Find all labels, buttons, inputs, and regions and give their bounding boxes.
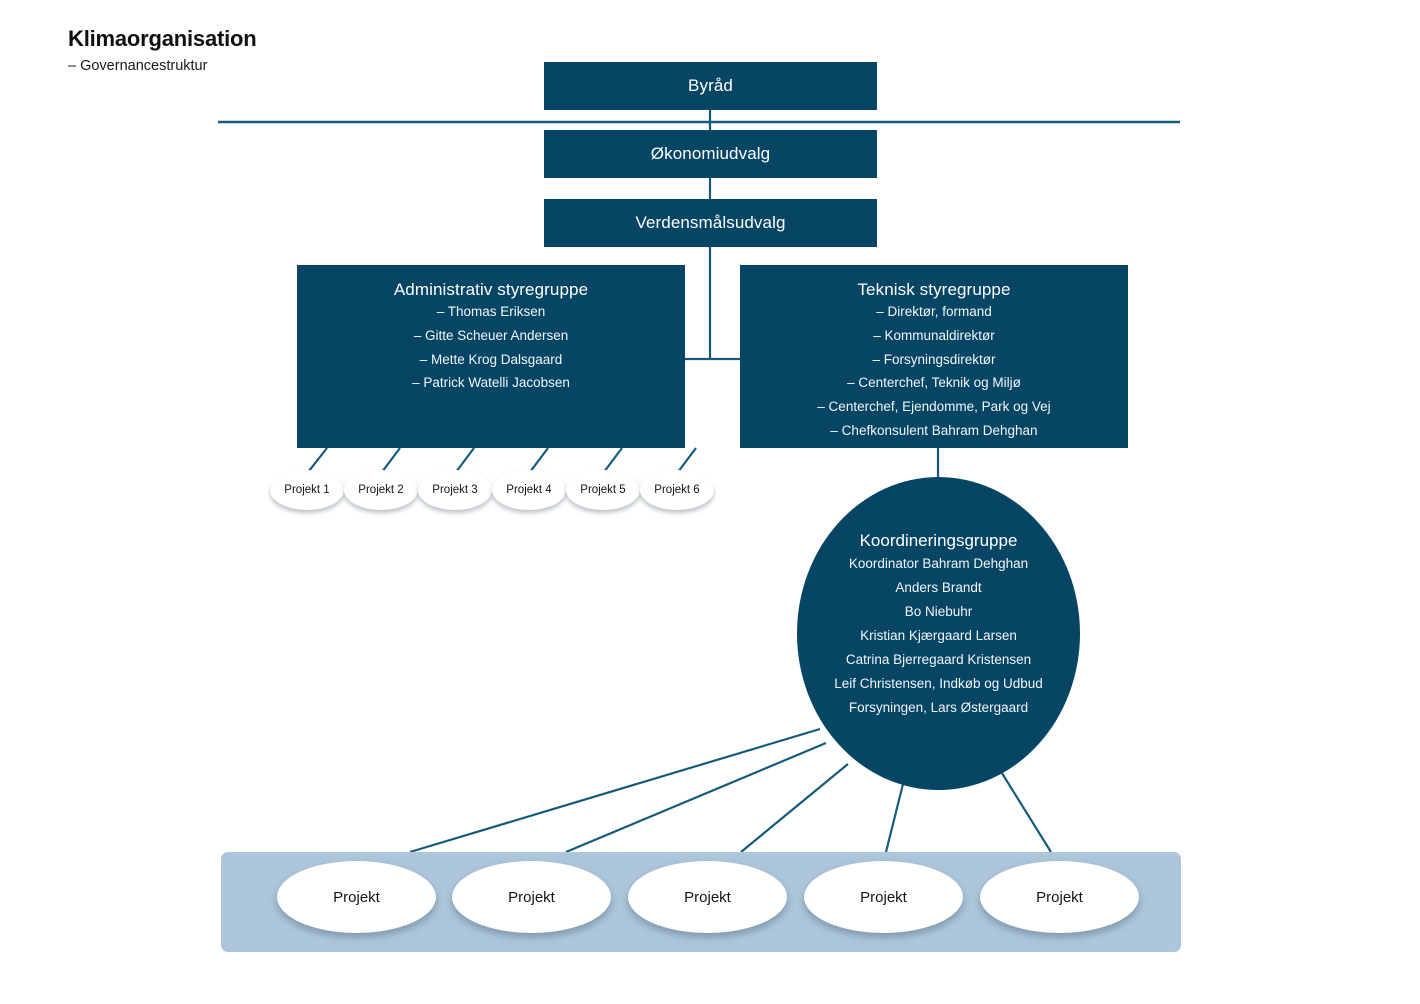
mini-project-ellipse[interactable]: Projekt 2 (344, 470, 418, 510)
mini-project-ellipse[interactable]: Projekt 1 (270, 470, 344, 510)
koordineringsgruppe-member: Leif Christensen, Indkøb og Udbud (834, 676, 1043, 692)
mini-project-label: Projekt 1 (284, 484, 330, 496)
teknisk-styregruppe-title: Teknisk styregruppe (857, 280, 1011, 299)
bottom-project-label: Projekt (1036, 888, 1083, 906)
wire-koord-projekt-5 (999, 769, 1052, 853)
koordineringsgruppe-member: Catrina Bjerregaard Kristensen (845, 652, 1032, 668)
bottom-project-ellipse[interactable]: Projekt (804, 861, 963, 933)
administrativ-styregruppe-title: Administrativ styregruppe (393, 280, 589, 299)
mini-project-label: Projekt 5 (580, 484, 626, 496)
wire-koord-projekt-1 (409, 727, 821, 854)
wire-koord-projekt-3 (740, 763, 849, 853)
node-verdensmaalsudvalg-label: Verdensmålsudvalg (635, 212, 786, 232)
mini-project-label: Projekt 6 (654, 484, 700, 496)
node-verdensmaalsudvalg[interactable]: Verdensmålsudvalg (544, 199, 877, 247)
page-title: Klimaorganisation (68, 26, 257, 51)
wire-koord-projekt-4 (884, 783, 905, 853)
node-koordineringsgruppe[interactable]: Koordineringsgruppe Koordinator Bahram D… (797, 477, 1080, 790)
node-teknisk-styregruppe[interactable]: Teknisk styregruppe – Direktør, formand … (740, 265, 1128, 448)
page-title-block: Klimaorganisation – Governancestruktur (68, 26, 257, 74)
mini-project-ellipse[interactable]: Projekt 4 (492, 470, 566, 510)
mini-project-label: Projekt 3 (432, 484, 478, 496)
koordineringsgruppe-member: Forsyningen, Lars Østergaard (848, 700, 1029, 716)
bottom-project-ellipse[interactable]: Projekt (628, 861, 787, 933)
page-subtitle: – Governancestruktur (68, 58, 208, 75)
teknisk-styregruppe-member: – Centerchef, Ejendomme, Park og Vej (817, 398, 1051, 414)
teknisk-styregruppe-member: – Chefkonsulent Bahram Dehghan (830, 422, 1038, 438)
node-administrativ-styregruppe[interactable]: Administrativ styregruppe – Thomas Eriks… (297, 265, 685, 448)
bottom-project-ellipse[interactable]: Projekt (980, 861, 1139, 933)
node-okonomiudvalg[interactable]: Økonomiudvalg (544, 130, 877, 178)
node-byraad[interactable]: Byråd (544, 62, 877, 110)
administrativ-styregruppe-member: – Patrick Watelli Jacobsen (412, 375, 570, 391)
mini-project-label: Projekt 4 (506, 484, 552, 496)
teknisk-styregruppe-member: – Direktør, formand (876, 304, 992, 320)
administrativ-styregruppe-member: – Gitte Scheuer Andersen (413, 328, 569, 344)
koordineringsgruppe-member: Koordinator Bahram Dehghan (848, 556, 1029, 572)
koordineringsgruppe-member: Kristian Kjærgaard Larsen (860, 628, 1017, 644)
bottom-project-label: Projekt (860, 888, 907, 906)
koordineringsgruppe-member: Bo Niebuhr (904, 604, 973, 620)
mini-project-ellipse[interactable]: Projekt 6 (640, 470, 714, 510)
mini-project-label: Projekt 2 (358, 484, 404, 496)
mini-project-ellipse[interactable]: Projekt 5 (566, 470, 640, 510)
bottom-project-label: Projekt (333, 888, 380, 906)
bottom-project-label: Projekt (684, 888, 731, 906)
mini-project-ellipse[interactable]: Projekt 3 (418, 470, 492, 510)
koordineringsgruppe-member: Anders Brandt (895, 580, 982, 596)
teknisk-styregruppe-member: – Kommunaldirektør (873, 328, 995, 344)
teknisk-styregruppe-member: – Forsyningsdirektør (872, 351, 996, 367)
administrativ-styregruppe-member: – Thomas Eriksen (436, 304, 546, 320)
koordineringsgruppe-title: Koordineringsgruppe (859, 531, 1018, 550)
wire-koord-projekt-2 (565, 741, 827, 854)
bottom-project-label: Projekt (508, 888, 555, 906)
bottom-project-ellipse[interactable]: Projekt (277, 861, 436, 933)
administrativ-styregruppe-member: – Mette Krog Dalsgaard (419, 351, 563, 367)
node-byraad-label: Byråd (688, 75, 733, 95)
bottom-project-ellipse[interactable]: Projekt (452, 861, 611, 933)
teknisk-styregruppe-member: – Centerchef, Teknik og Miljø (847, 375, 1021, 391)
node-okonomiudvalg-label: Økonomiudvalg (650, 143, 771, 163)
